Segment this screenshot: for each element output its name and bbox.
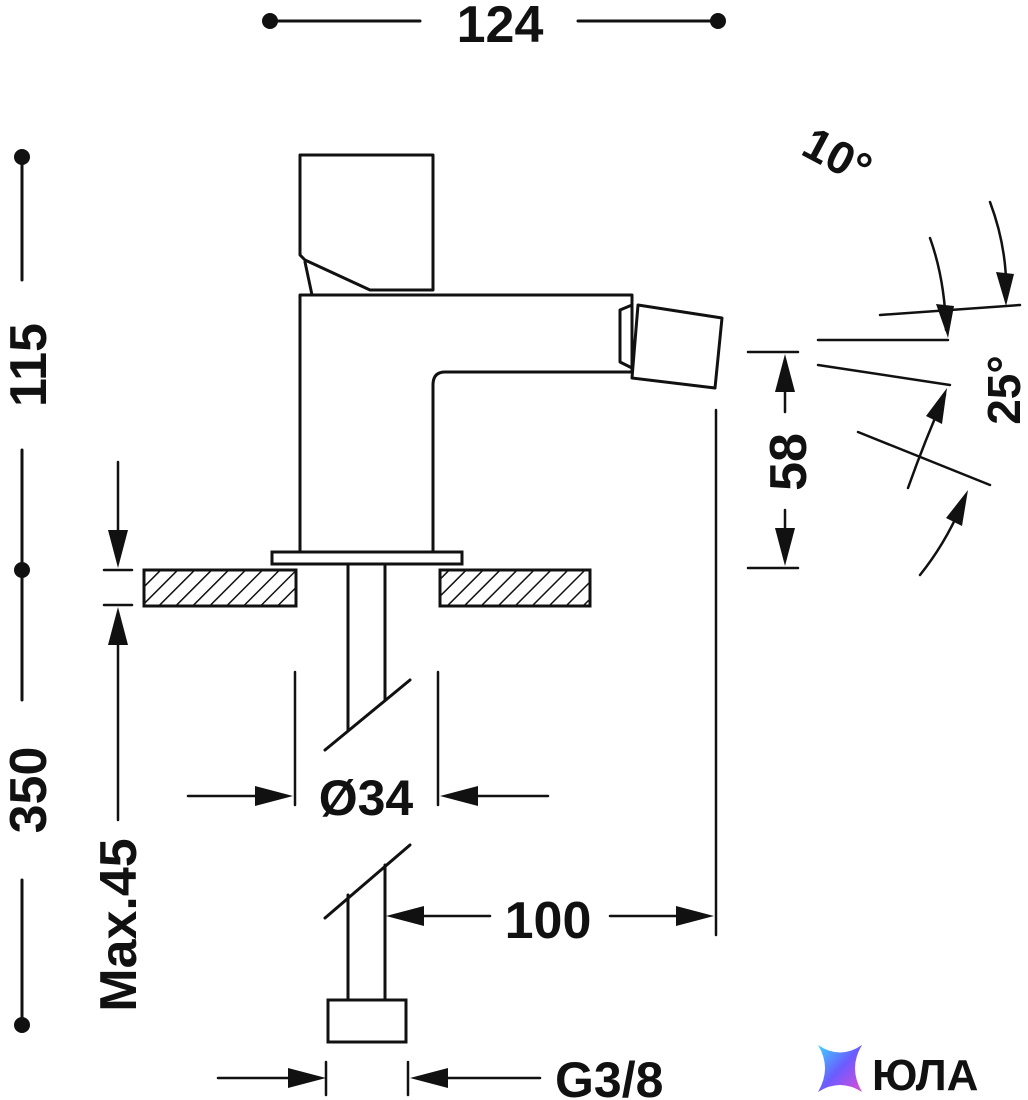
dimension-max-thickness: Max.45: [90, 460, 148, 1012]
dimension-label-58: 58: [760, 433, 818, 491]
dimension-label-diameter: Ø34: [319, 770, 414, 826]
supply-tube: [323, 562, 412, 1044]
dimension-height-left: 115 350: [0, 149, 58, 1033]
dimension-diameter: Ø34: [186, 670, 550, 826]
angle-label-10: 10°: [795, 117, 881, 196]
thread-fitting: [326, 998, 408, 1044]
faucet-body: [270, 153, 724, 566]
dimension-spout-height: 58: [746, 350, 818, 570]
yula-logo-text: ЮЛА: [872, 1051, 978, 1100]
dimension-thread: G3/8: [216, 1052, 663, 1100]
angle-annotations: 10° 25°: [795, 117, 1028, 577]
yula-logo: ЮЛА: [818, 1045, 978, 1100]
countertop: [142, 568, 592, 608]
dimension-label-350: 350: [0, 747, 58, 834]
yula-logo-icon: [818, 1045, 862, 1092]
dimension-width-total: 124: [262, 0, 726, 54]
dimension-reach: 100: [386, 408, 718, 950]
angle-label-25: 25°: [978, 355, 1028, 425]
dimension-label-115: 115: [0, 323, 58, 407]
dimension-label-thread: G3/8: [555, 1052, 663, 1100]
dimension-label-100: 100: [505, 892, 592, 950]
dimension-label-max45: Max.45: [90, 838, 148, 1011]
dimension-label-124: 124: [457, 0, 544, 54]
